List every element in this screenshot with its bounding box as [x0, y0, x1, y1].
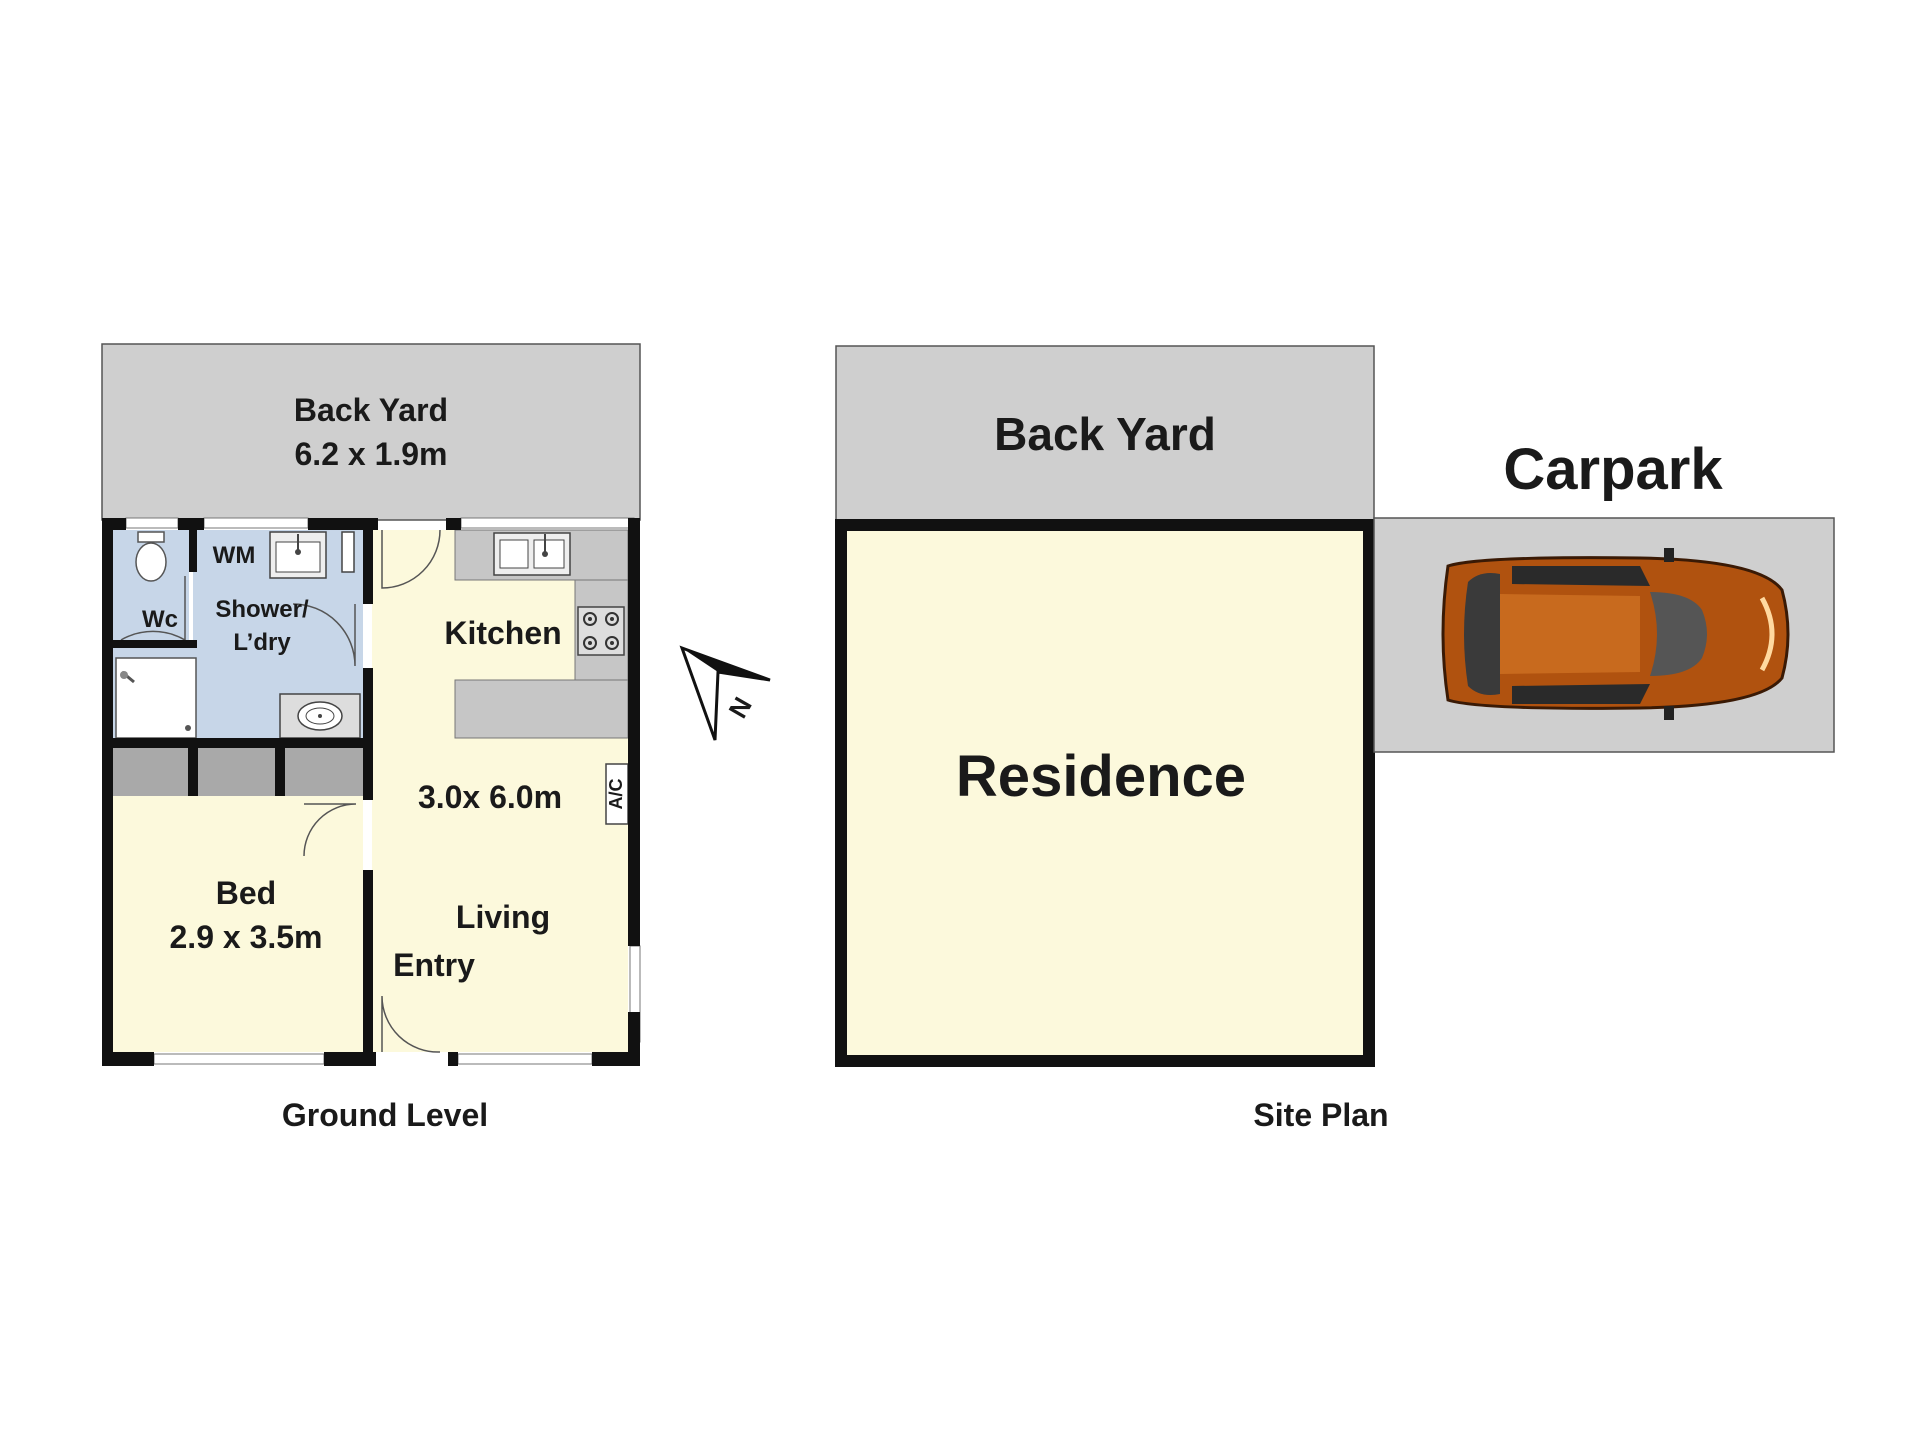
compass-north-label: N [723, 692, 758, 723]
wardrobe [113, 748, 363, 796]
site-plan-caption: Site Plan [1253, 1097, 1388, 1133]
wc-label: Wc [142, 606, 178, 633]
ground-level-plan: Back Yard 6.2 x 1.9m WM Wc Shower/ L’dry… [101, 343, 641, 1133]
bed-label: Bed [216, 875, 276, 911]
site-plan: Back Yard Residence Carpark Site Plan [835, 345, 1835, 1133]
cooktop-icon [577, 606, 625, 656]
ground-level-caption: Ground Level [282, 1097, 488, 1133]
bedroom-floor [113, 796, 363, 1052]
residence-label: Residence [956, 744, 1246, 809]
wardrobe-divider [188, 748, 198, 796]
back-yard-area [101, 343, 641, 521]
carpark-label: Carpark [1503, 437, 1723, 502]
car-icon [1441, 548, 1790, 720]
living-label: Living [456, 899, 550, 935]
laundry-tub-icon [269, 531, 327, 579]
wardrobe-divider [275, 748, 285, 796]
walls [102, 518, 640, 1066]
kitchen-sink-icon [493, 532, 571, 576]
site-back-yard [835, 345, 1375, 521]
back-yard-label: Back Yard [294, 392, 448, 428]
residence-block [835, 519, 1375, 1067]
shower-label-line2: L’dry [233, 629, 291, 656]
shower-icon [115, 657, 197, 739]
wm-label: WM [213, 542, 256, 569]
door-swing [120, 529, 441, 1053]
toilet-icon [135, 531, 167, 582]
ac-label: A/C [606, 779, 626, 810]
entry-label: Entry [393, 947, 475, 983]
north-arrow-icon: N [679, 645, 771, 741]
living-dims: 3.0x 6.0m [418, 779, 562, 815]
site-back-yard-label: Back Yard [994, 408, 1216, 460]
vanity-basin-icon [279, 693, 361, 739]
back-yard-dims: 6.2 x 1.9m [295, 436, 448, 472]
kitchen-island [454, 679, 629, 739]
bed-dims: 2.9 x 3.5m [170, 919, 323, 955]
kitchen-label: Kitchen [444, 615, 561, 651]
linen-cupboard [341, 531, 355, 573]
shower-label-line1: Shower/ [215, 596, 309, 623]
